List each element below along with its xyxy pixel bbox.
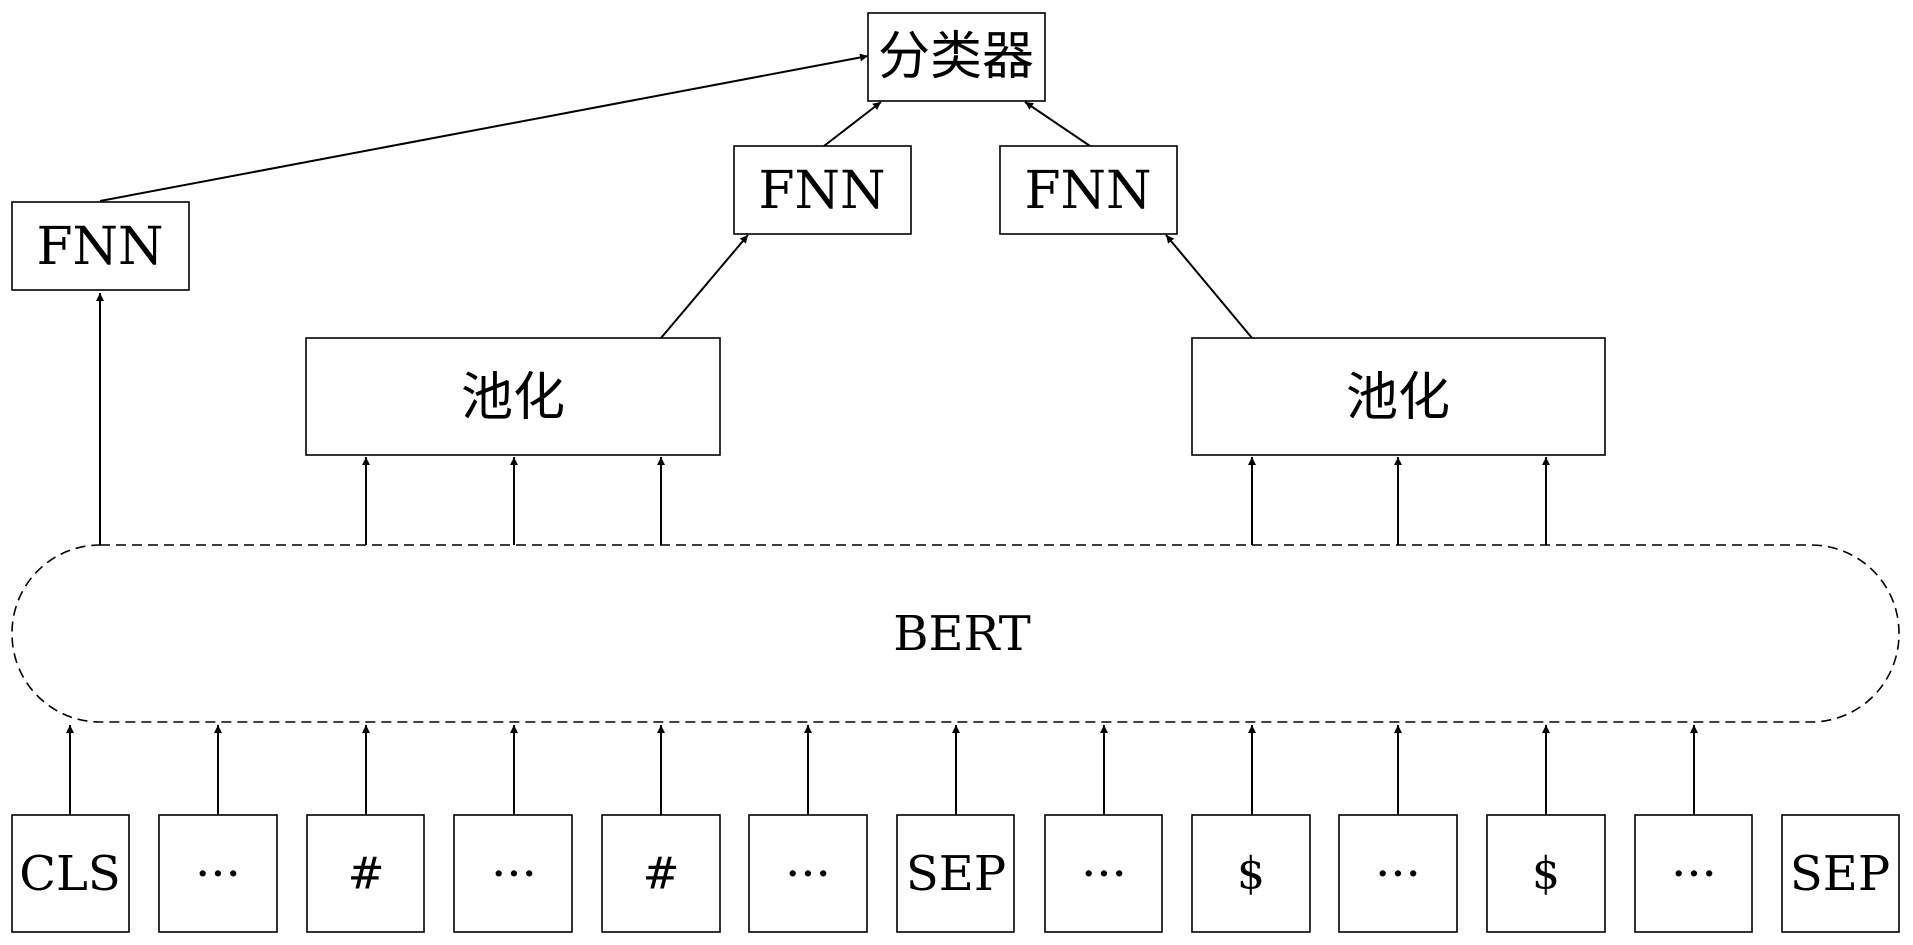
token-box: ··· bbox=[1338, 814, 1458, 933]
fnn-node-middle: FNN bbox=[733, 145, 912, 235]
token-box: $ bbox=[1191, 814, 1311, 933]
token-box: CLS bbox=[11, 814, 130, 933]
token-label: SEP bbox=[1790, 846, 1890, 902]
token-box: ··· bbox=[158, 814, 278, 933]
token-label: # bbox=[348, 849, 385, 900]
token-box: ··· bbox=[453, 814, 573, 933]
token-box: $ bbox=[1486, 814, 1606, 933]
token-box: SEP bbox=[1781, 814, 1900, 933]
token-label: ··· bbox=[1375, 846, 1421, 902]
token-box: # bbox=[601, 814, 721, 933]
fnn-right-label: FNN bbox=[1024, 161, 1151, 221]
token-box: ··· bbox=[1634, 814, 1753, 933]
token-box: ··· bbox=[748, 814, 868, 933]
token-box: ··· bbox=[1044, 814, 1163, 933]
edge-fnn-right-classifier bbox=[1024, 101, 1091, 147]
bert-node: BERT bbox=[11, 544, 1900, 723]
token-label: CLS bbox=[19, 846, 120, 902]
token-box: # bbox=[306, 814, 425, 933]
fnn-node-left: FNN bbox=[11, 201, 190, 291]
token-label: ··· bbox=[491, 846, 537, 902]
token-label: $ bbox=[1532, 849, 1560, 900]
pooling-left-label: 池化 bbox=[461, 368, 565, 428]
token-label: $ bbox=[1237, 849, 1265, 900]
fnn-node-right: FNN bbox=[999, 145, 1178, 235]
token-label: SEP bbox=[906, 846, 1006, 902]
token-label: ··· bbox=[1671, 846, 1717, 902]
pooling-node-left: 池化 bbox=[305, 337, 721, 456]
token-label: ··· bbox=[1081, 846, 1127, 902]
input-tokens: CLS ··· # ··· # ··· SEP ··· bbox=[11, 814, 1900, 933]
edge-fnn-mid-classifier bbox=[823, 101, 882, 147]
token-label: ··· bbox=[785, 846, 831, 902]
token-label: ··· bbox=[195, 846, 241, 902]
edge-fnn-left-classifier bbox=[99, 53, 869, 202]
classifier-node: 分类器 bbox=[867, 12, 1046, 102]
bert-label: BERT bbox=[893, 606, 1031, 662]
edges bbox=[66, 53, 1698, 815]
fnn-middle-label: FNN bbox=[758, 161, 885, 221]
edge-pool-left-fnn-mid bbox=[660, 234, 749, 339]
token-box: SEP bbox=[896, 814, 1015, 933]
pooling-node-right: 池化 bbox=[1191, 337, 1606, 456]
pooling-right-label: 池化 bbox=[1346, 368, 1450, 428]
classifier-label: 分类器 bbox=[878, 27, 1034, 87]
fnn-left-label: FNN bbox=[36, 217, 163, 277]
token-label: # bbox=[643, 849, 680, 900]
edge-pool-right-fnn-right bbox=[1165, 234, 1253, 339]
